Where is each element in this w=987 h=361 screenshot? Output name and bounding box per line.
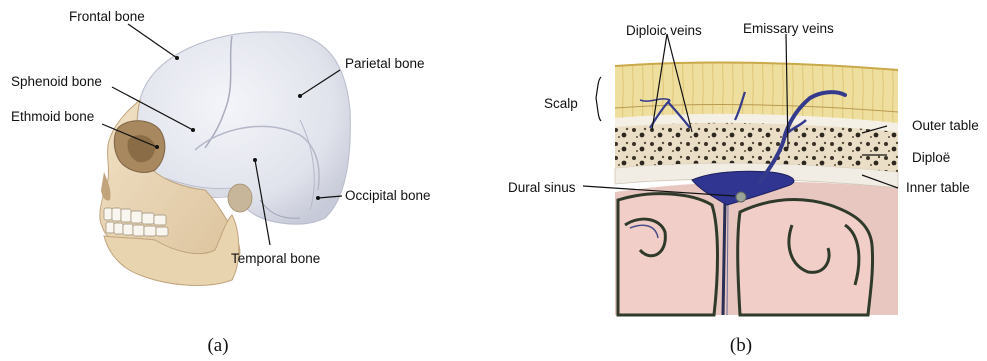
label-outer-table: Outer table bbox=[912, 118, 979, 133]
left-gyrus bbox=[618, 194, 718, 315]
caption-b: (b) bbox=[730, 335, 752, 356]
label-inner-table: Inner table bbox=[906, 180, 970, 195]
label-sphenoid-bone: Sphenoid bone bbox=[11, 74, 102, 89]
label-ethmoid-bone: Ethmoid bone bbox=[11, 109, 94, 124]
skull-illustration bbox=[100, 32, 350, 286]
label-dural-sinus: Dural sinus bbox=[508, 180, 576, 195]
label-scalp: Scalp bbox=[544, 96, 578, 111]
caption-a: (a) bbox=[207, 335, 228, 356]
label-frontal-bone: Frontal bone bbox=[69, 9, 145, 24]
cross-section-illustration bbox=[615, 63, 898, 315]
label-parietal-bone: Parietal bone bbox=[345, 56, 425, 71]
label-diploe: Diploë bbox=[912, 150, 950, 165]
falx-cerebri bbox=[723, 200, 725, 315]
label-occipital-bone: Occipital bone bbox=[345, 188, 431, 203]
label-emissary-veins: Emissary veins bbox=[743, 21, 834, 36]
right-gyrus bbox=[738, 200, 873, 315]
label-diploic-veins: Diploic veins bbox=[626, 23, 702, 38]
label-temporal-bone: Temporal bone bbox=[231, 251, 320, 266]
